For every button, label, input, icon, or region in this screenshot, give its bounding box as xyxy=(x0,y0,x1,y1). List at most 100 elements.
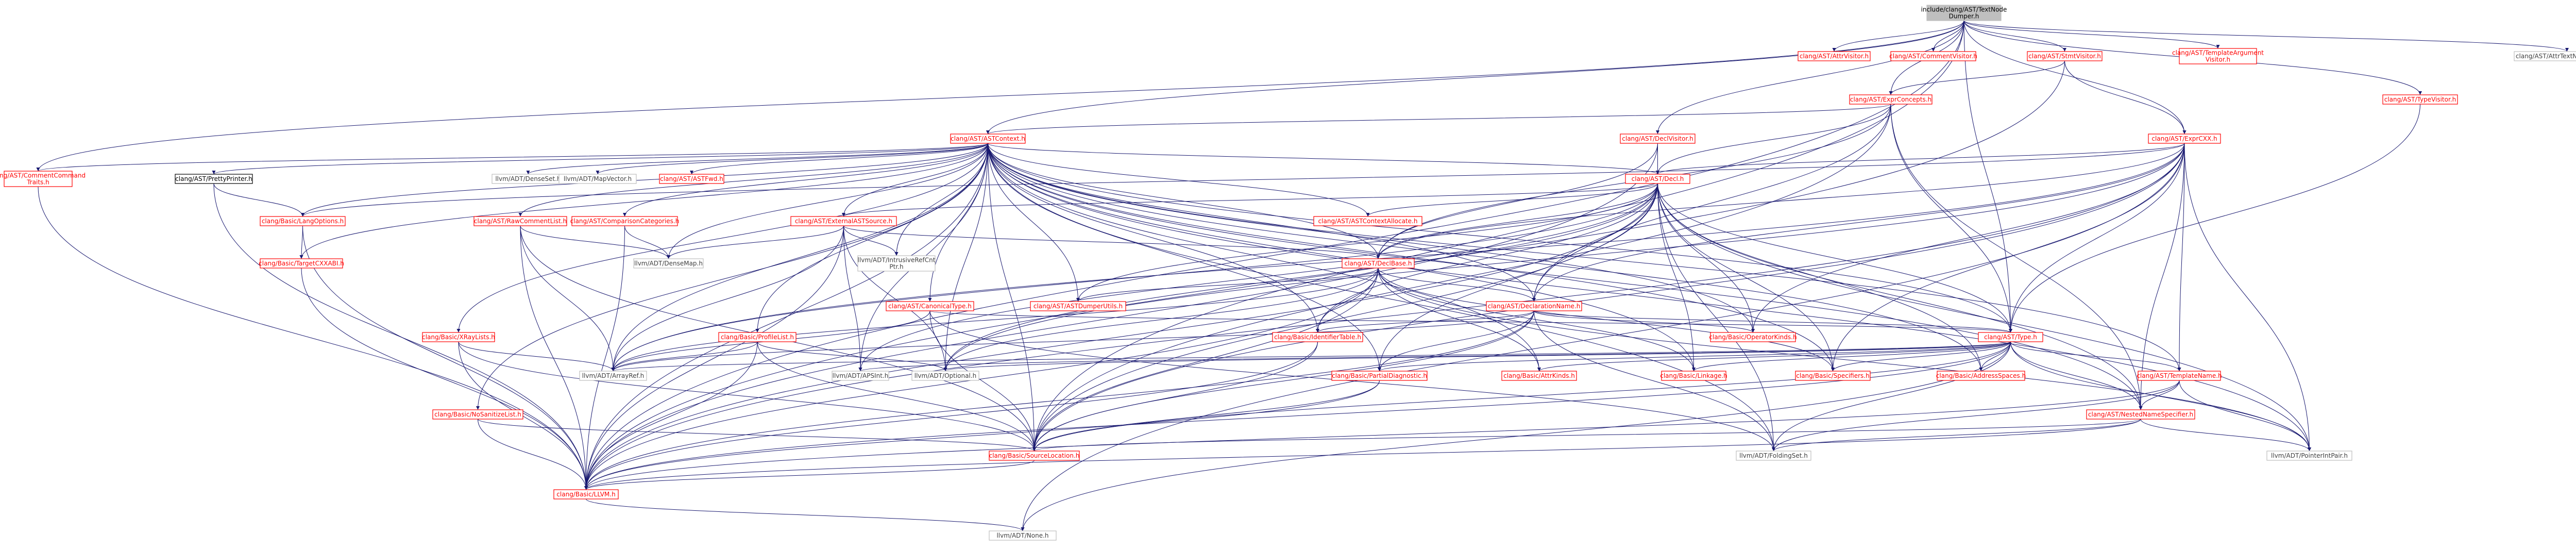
graph-node-partialdiagnostic[interactable]: clang/Basic/PartialDiagnostic.h xyxy=(1331,371,1428,381)
graph-node-type[interactable]: clang/AST/Type.h xyxy=(1978,332,2043,342)
node-box xyxy=(950,134,1026,144)
graph-node-exprconcepts[interactable]: clang/AST/ExprConcepts.h xyxy=(1849,94,1933,105)
dependency-edge xyxy=(1076,268,1379,302)
dependency-edge xyxy=(1831,143,2185,372)
node-box xyxy=(558,174,637,184)
graph-node-templatename[interactable]: clang/AST/TemplateName.h xyxy=(2137,371,2222,381)
graph-node-specifiers[interactable]: clang/Basic/Specifiers.h xyxy=(1795,371,1871,381)
dependency-edge xyxy=(1963,20,2187,135)
dependency-edge xyxy=(1963,20,2569,52)
graph-node-apsint[interactable]: llvm/ADT/APSInt.h xyxy=(832,371,889,381)
graph-node-commentvisitor[interactable]: clang/AST/CommentVisitor.h xyxy=(1889,51,1977,61)
node-label: Ptr.h xyxy=(889,263,903,271)
node-label: llvm/ADT/IntrusiveRefCnt xyxy=(858,257,936,264)
dependency-edge xyxy=(1832,20,1964,52)
graph-node-comparisoncategories[interactable]: clang/AST/ComparisonCategories.h xyxy=(570,216,680,226)
graph-node-arrayref[interactable]: llvm/ADT/ArrayRef.h xyxy=(579,371,647,381)
dependency-edge xyxy=(928,143,988,302)
dependency-edge xyxy=(301,268,588,490)
dependency-edge xyxy=(943,268,1379,372)
graph-node-nosanitizelist[interactable]: clang/Basic/NoSanitizeList.h xyxy=(432,409,523,420)
dependency-edge xyxy=(1772,419,2141,452)
dependency-edge xyxy=(38,186,588,490)
node-label: clang/Basic/ProfileList.h xyxy=(721,334,794,341)
graph-node-linkage[interactable]: clang/Basic/Linkage.h xyxy=(1660,371,1727,381)
graph-node-rawcommentlist[interactable]: clang/AST/RawCommentList.h xyxy=(473,216,567,226)
dependency-edge xyxy=(584,341,1318,490)
graph-node-exprcxx[interactable]: clang/AST/ExprCXX.h xyxy=(2148,134,2221,144)
dependency-edge xyxy=(755,143,988,333)
graph-node-nestednamespecifier[interactable]: clang/AST/NestedNameSpecifier.h xyxy=(2086,409,2195,420)
graph-node-stmtvisitor[interactable]: clang/AST/StmtVisitor.h xyxy=(2027,51,2103,61)
dependency-edge xyxy=(584,341,2011,490)
dependency-edge xyxy=(1032,310,1534,452)
graph-node-addressspaces[interactable]: clang/Basic/AddressSpaces.h xyxy=(1936,371,2026,381)
graph-node-astcontext[interactable]: clang/AST/ASTContext.h xyxy=(950,134,1026,144)
graph-node-attrtextnodedump[interactable]: clang/AST/AttrTextNodeDump.inc xyxy=(2514,51,2576,61)
graph-node-mapvector[interactable]: llvm/ADT/MapVector.h xyxy=(558,174,637,184)
node-box xyxy=(1030,301,1126,311)
node-label: llvm/ADT/DenseMap.h xyxy=(634,260,703,267)
graph-node-attrvisitor[interactable]: clang/AST/AttrVisitor.h xyxy=(1798,51,1871,61)
graph-node-operatorkinds[interactable]: clang/Basic/OperatorKinds.h xyxy=(1709,332,1797,342)
dependency-edge xyxy=(1532,183,1658,302)
dependency-edge xyxy=(2009,104,2420,333)
node-label: clang/Basic/AttrKinds.h xyxy=(1503,372,1575,379)
graph-node-prettyprinter[interactable]: clang/AST/PrettyPrinter.h xyxy=(175,174,253,184)
graph-node-astcontextallocate[interactable]: clang/AST/ASTContextAllocate.h xyxy=(1313,216,1422,226)
dependency-edge xyxy=(520,225,670,259)
graph-node-foldingset[interactable]: llvm/ADT/FoldingSet.h xyxy=(1736,451,1811,461)
dependency-edge xyxy=(299,225,303,259)
node-label: clang/Basic/LangOptions.h xyxy=(262,218,344,225)
graph-node-sourcelocation[interactable]: clang/Basic/SourceLocation.h xyxy=(989,451,1080,461)
graph-node-optional[interactable]: llvm/ADT/Optional.h xyxy=(911,371,979,381)
dependency-edge xyxy=(584,225,844,490)
node-box xyxy=(1978,332,2043,342)
dependency-edge xyxy=(1532,143,2185,302)
graph-node-identifiertable[interactable]: clang/Basic/IdentifierTable.h xyxy=(1272,332,1363,342)
graph-node-llvm[interactable]: clang/Basic/LLVM.h xyxy=(553,489,619,499)
dependency-edge xyxy=(1979,341,2011,372)
node-label: llvm/ADT/FoldingSet.h xyxy=(1739,452,1808,459)
graph-node-pointerintpair[interactable]: llvm/ADT/PointerIntPair.h xyxy=(2266,451,2352,461)
graph-node-astdumperutils[interactable]: clang/AST/ASTDumperUtils.h xyxy=(1030,301,1126,311)
dependency-edge xyxy=(1889,60,2065,95)
graph-node-declarationname[interactable]: clang/AST/DeclarationName.h xyxy=(1486,301,1582,311)
graph-node-declbase[interactable]: clang/AST/DeclBase.h xyxy=(1342,258,1415,269)
graph-node-none[interactable]: llvm/ADT/None.h xyxy=(989,530,1057,541)
graph-node-denseset[interactable]: llvm/ADT/DenseSet.h xyxy=(492,174,565,184)
graph-node-astfwd[interactable]: clang/AST/ASTFwd.h xyxy=(659,174,724,184)
dependency-edge xyxy=(1657,183,2311,452)
dependency-edge xyxy=(2010,341,2311,452)
dependency-edge xyxy=(584,380,2180,490)
dependency-edge xyxy=(1378,268,1536,302)
dependency-edge xyxy=(478,419,588,490)
dependency-edge xyxy=(1656,20,1964,135)
graph-node-targetcxxabi[interactable]: clang/Basic/TargetCXXABI.h xyxy=(259,258,344,269)
dependency-edge xyxy=(1890,104,2012,333)
dependency-edge xyxy=(988,143,1036,452)
dependency-edge xyxy=(2010,341,2143,410)
dependency-edge xyxy=(612,341,2011,372)
graph-node-densemap[interactable]: llvm/ADT/DenseMap.h xyxy=(633,258,704,269)
graph-node-profilelist[interactable]: clang/Basic/ProfileList.h xyxy=(718,332,796,342)
graph-node-declvisitor[interactable]: clang/AST/DeclVisitor.h xyxy=(1620,134,1696,144)
dependency-edge xyxy=(1963,20,2220,49)
dependency-edge xyxy=(1657,183,1835,372)
graph-node-decl[interactable]: clang/AST/Decl.h xyxy=(1625,174,1690,184)
node-box xyxy=(2027,51,2103,61)
graph-node-attrkinds[interactable]: clang/Basic/AttrKinds.h xyxy=(1501,371,1577,381)
dependency-edge xyxy=(929,310,2012,333)
graph-node-typevisitor[interactable]: clang/AST/TypeVisitor.h xyxy=(2382,94,2458,105)
graph-node-externalastsource[interactable]: clang/AST/ExternalASTSource.h xyxy=(790,216,897,226)
graph-node-xraylists[interactable]: clang/Basic/XRayLists.h xyxy=(422,332,495,342)
graph-node-langoptions[interactable]: clang/Basic/LangOptions.h xyxy=(260,216,346,226)
dependency-edge xyxy=(301,143,2185,217)
graph-node-canonicaltype[interactable]: clang/AST/CanonicalType.h xyxy=(886,301,974,311)
node-box xyxy=(1272,332,1363,342)
node-box xyxy=(1937,371,2025,381)
